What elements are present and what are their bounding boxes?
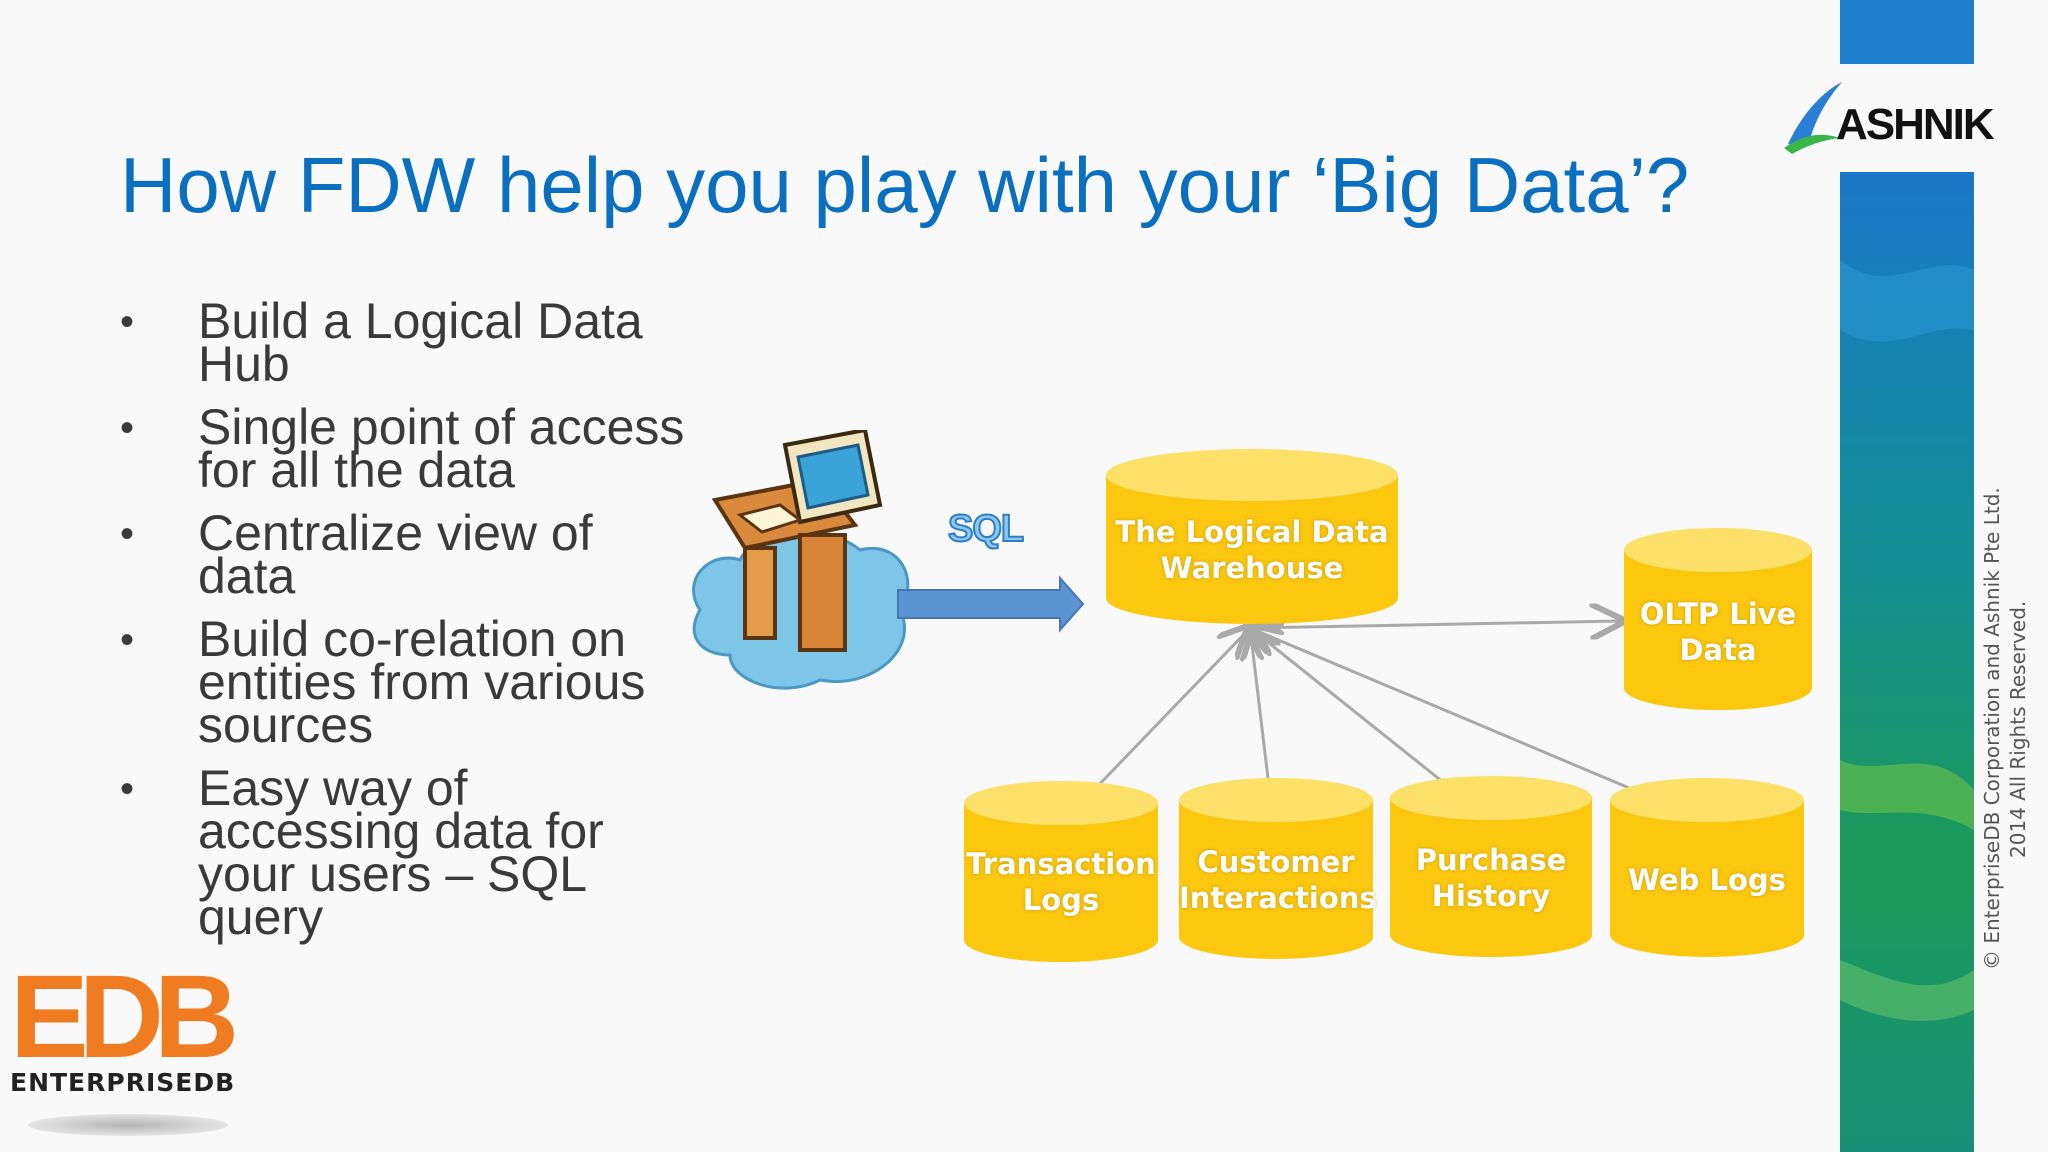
source-label-line: Logs <box>1022 883 1100 917</box>
bullet-item: • Easy way of accessing data for your us… <box>120 760 700 945</box>
bullet-dot: • <box>120 406 135 450</box>
bullet-line: data <box>198 548 296 604</box>
sql-label: SQL <box>947 507 1025 551</box>
transaction-logs-label: Transaction Logs <box>964 846 1158 918</box>
copyright-line: © EnterpriseDB Corporation and Ashnik Pt… <box>1980 487 2004 970</box>
sidebar-stripe <box>1840 0 1974 1152</box>
edb-logo-shadow <box>28 1114 228 1136</box>
desk-leg <box>743 546 777 640</box>
transaction-logs-cylinder <box>964 781 1158 962</box>
customer-interactions-cylinder <box>1179 778 1373 959</box>
ashnik-swoosh-icon <box>1784 82 1842 154</box>
bullet-text: Easy way of accessing data for your user… <box>198 760 700 945</box>
ashnik-logo: ASHNIK <box>1780 78 2010 158</box>
bullet-line: sources <box>198 697 374 753</box>
copyright-notice: © EnterpriseDB Corporation and Ashnik Pt… <box>1980 487 2040 970</box>
bullet-item: • Build a Logical Data Hub <box>120 293 700 392</box>
edb-logo-letters: EDB <box>10 951 239 1083</box>
bullet-dot: • <box>120 767 135 811</box>
bullet-item: • Build co-relation on entities from var… <box>120 611 700 753</box>
computer-desk-clipart <box>692 430 910 690</box>
bullet-text: Centralize view of data <box>198 505 700 604</box>
bullet-line: Hub <box>198 336 290 392</box>
bullet-item: • Centralize view of data <box>120 505 700 604</box>
warehouse-label-line: Warehouse <box>1160 551 1344 585</box>
bullet-line: Build a Logical Data <box>198 293 643 349</box>
warehouse-cylinder <box>1106 449 1398 624</box>
bullet-line: your users – SQL <box>198 846 588 902</box>
book-shape <box>736 503 804 534</box>
bullet-line: Build co-relation on <box>198 611 627 667</box>
purchase-history-cylinder <box>1390 776 1592 957</box>
slide-title: How FDW help you play with your ‘Big Dat… <box>120 141 1690 229</box>
customer-interactions-label: Customer Interactions <box>1179 844 1377 916</box>
source-label-line: Interactions <box>1179 881 1377 915</box>
edb-logo-text: EDB <box>10 958 239 1076</box>
source-label-line: History <box>1431 879 1551 913</box>
web-logs-cylinder <box>1610 778 1804 957</box>
bullet-line: query <box>198 889 324 945</box>
oltp-label: OLTP Live Data <box>1624 596 1812 668</box>
oltp-label-line: OLTP Live <box>1639 597 1797 631</box>
bullet-line: Easy way of <box>198 760 468 816</box>
oltp-cylinder <box>1624 528 1812 710</box>
sql-flow-arrow <box>897 575 1085 633</box>
desk-drawer <box>798 533 847 652</box>
source-label-line: Customer <box>1197 845 1355 879</box>
web-logs-label: Web Logs <box>1610 862 1804 898</box>
bullet-text: Build a Logical Data Hub <box>198 293 700 392</box>
edb-wordmark: ENTERPRISEDB <box>10 1068 236 1097</box>
oltp-label-line: Data <box>1679 633 1757 667</box>
bullet-dot: • <box>120 618 135 662</box>
ashnik-logo-text: ASHNIK <box>1836 100 1995 149</box>
bullet-list: • Build a Logical Data Hub • Single poin… <box>120 293 700 959</box>
bullet-line: Single point of access <box>198 399 685 455</box>
warehouse-label-line: The Logical Data <box>1115 515 1389 549</box>
purchase-history-label: Purchase History <box>1390 842 1592 914</box>
source-label-line: Purchase <box>1415 843 1567 877</box>
warehouse-label: The Logical Data Warehouse <box>1106 514 1398 586</box>
source-label-line: Transaction <box>966 847 1156 881</box>
bullet-line: Centralize view of <box>198 505 593 561</box>
bullet-line: for all the data <box>198 442 515 498</box>
bullet-text: Single point of access for all the data <box>198 399 700 498</box>
source-label-line: Web Logs <box>1628 863 1786 897</box>
edb-logo: EDB ENTERPRISEDB <box>8 958 248 1146</box>
bullet-dot: • <box>120 300 135 344</box>
bullet-line: accessing data for <box>198 803 604 859</box>
copyright-line: 2014 All Rights Reserved. <box>2006 600 2030 858</box>
monitor-screen <box>796 443 870 510</box>
bullet-item: • Single point of access for all the dat… <box>120 399 700 498</box>
bullet-dot: • <box>120 512 135 556</box>
bullet-text: Build co-relation on entities from vario… <box>198 611 700 753</box>
bullet-line: entities from various <box>198 654 646 710</box>
